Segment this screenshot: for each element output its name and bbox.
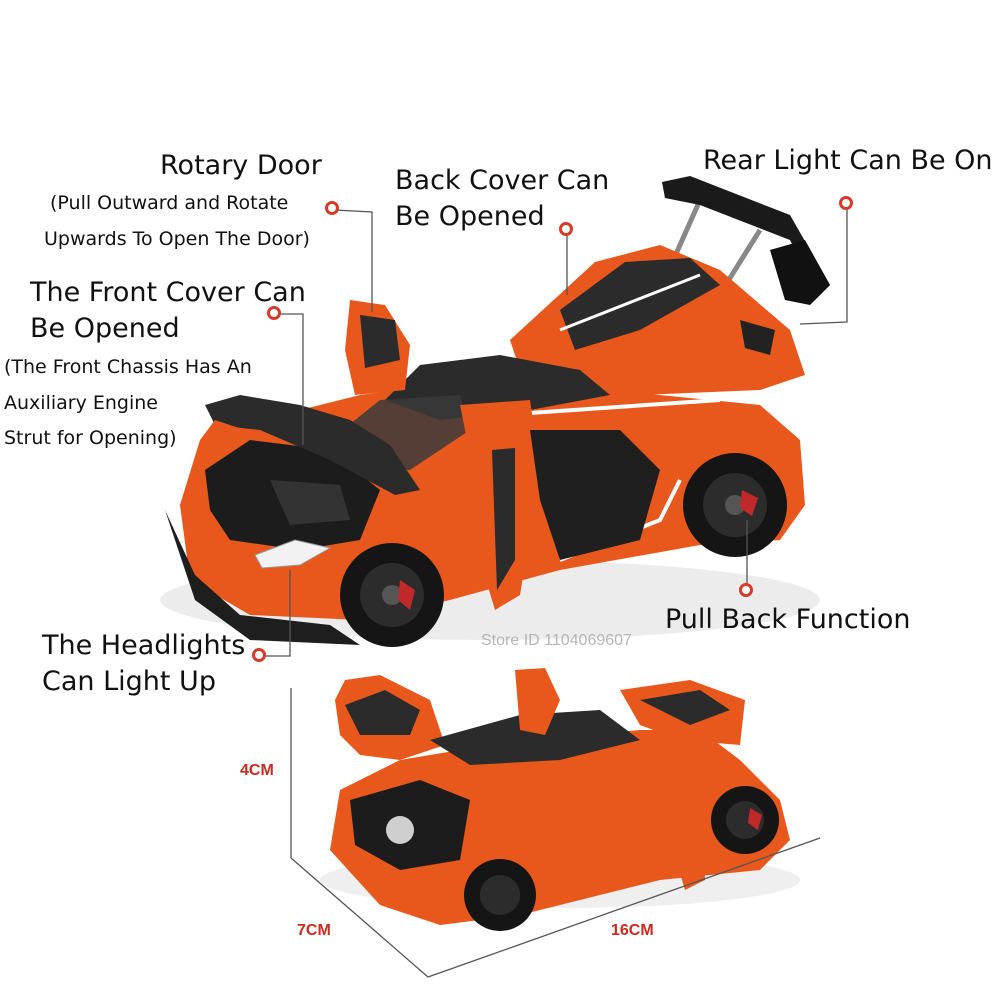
bottom-car-illustration bbox=[320, 668, 800, 931]
rear-wheel bbox=[683, 453, 787, 557]
store-id-watermark: Store ID 1104069607 bbox=[481, 632, 632, 649]
pull-back-callout-dot bbox=[739, 583, 753, 597]
pull-back-label: Pull Back Function bbox=[665, 604, 911, 635]
width-dimension-label: 7CM bbox=[297, 922, 331, 939]
headlights-label-line-2: Can Light Up bbox=[42, 666, 216, 697]
callout-leader-lines bbox=[262, 205, 848, 657]
front-cover-label-line-2: Be Opened bbox=[30, 313, 180, 344]
height-dimension-label: 4CM bbox=[240, 762, 274, 779]
rotary-door-callout-dot bbox=[325, 201, 339, 215]
back-cover-label-line-1: Back Cover Can bbox=[395, 165, 610, 196]
rotary-door-title: Rotary Door bbox=[160, 150, 322, 181]
length-dimension-label: 16CM bbox=[611, 922, 654, 939]
back-cover-label-line-2: Be Opened bbox=[395, 201, 545, 232]
front-cover-note-line-3: Strut for Opening) bbox=[4, 427, 177, 449]
front-cover-callout-dot bbox=[267, 306, 281, 320]
rotary-door-note-line-2: Upwards To Open The Door) bbox=[44, 228, 310, 250]
dimension-lines bbox=[290, 688, 821, 978]
headlights-label-line-1: The Headlights bbox=[42, 630, 246, 661]
rear-light-callout-dot bbox=[839, 196, 853, 210]
rear-light-label: Rear Light Can Be On bbox=[703, 145, 993, 176]
front-cover-label-line-1: The Front Cover Can bbox=[30, 277, 306, 308]
front-wheel bbox=[340, 543, 444, 647]
back-cover-callout-dot bbox=[559, 222, 573, 236]
rotary-door-note-line-1: (Pull Outward and Rotate bbox=[50, 192, 289, 214]
headlights-callout-dot bbox=[252, 648, 266, 662]
front-cover-note-line-2: Auxiliary Engine bbox=[4, 392, 158, 414]
car-body bbox=[165, 300, 805, 645]
front-cover-note-line-1: (The Front Chassis Has An bbox=[4, 356, 252, 378]
rear-cover-open bbox=[510, 245, 805, 395]
